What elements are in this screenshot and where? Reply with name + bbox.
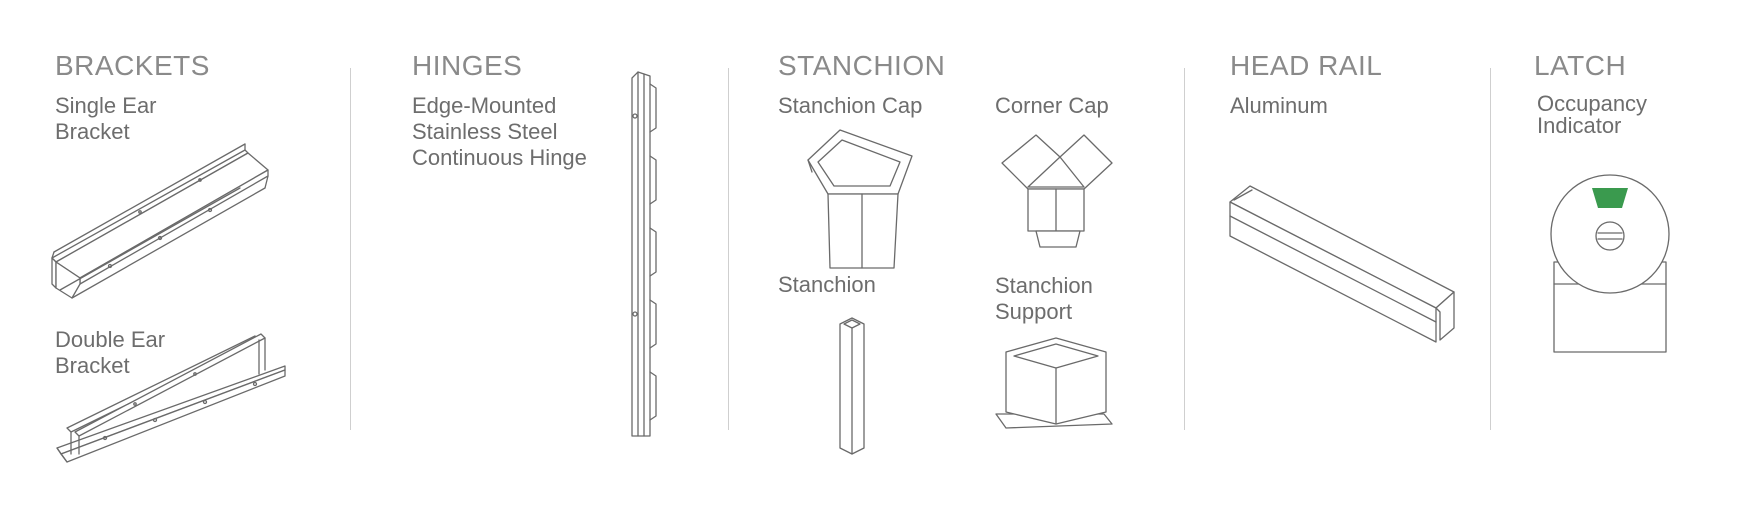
stanchion-support-drawing (994, 336, 1124, 436)
divider-3 (1184, 68, 1185, 430)
continuous-hinge-drawing (628, 70, 668, 440)
corner-cap-label: Corner Cap (995, 93, 1109, 118)
stanchion-support-label: Stanchion Support (995, 273, 1093, 325)
brackets-title: BRACKETS (55, 50, 210, 81)
head-rail-title: HEAD RAIL (1230, 50, 1383, 81)
single-ear-bracket-drawing (50, 140, 280, 300)
hinge-line1: Edge-Mounted (412, 93, 557, 118)
occupancy-indicator-label: Occupancy Indicator (1537, 93, 1647, 137)
latch-line1: Occupancy (1537, 91, 1648, 116)
indicator-window (1592, 188, 1628, 208)
divider-1 (350, 68, 351, 430)
double-ear-line2: Bracket (55, 353, 130, 378)
stanchion-label: Stanchion (778, 272, 876, 297)
latch-line2: Indicator (1537, 113, 1622, 138)
double-ear-line1: Double Ear (55, 327, 166, 352)
support-line2: Support (995, 299, 1073, 324)
stanchion-drawing (836, 316, 876, 456)
hinge-line3: Continuous Hinge (412, 145, 587, 170)
head-rail-material-label: Aluminum (1230, 93, 1328, 118)
stanchion-cap-label: Stanchion Cap (778, 93, 923, 118)
occupancy-latch-drawing (1550, 172, 1680, 357)
hinge-line2: Stainless Steel (412, 119, 558, 144)
divider-4 (1490, 68, 1491, 430)
corner-cap-drawing (1000, 125, 1120, 255)
stanchion-cap-drawing (800, 122, 920, 272)
double-ear-bracket-drawing (55, 330, 295, 470)
divider-2 (728, 68, 729, 430)
double-ear-bracket-label: Double Ear Bracket (55, 327, 165, 379)
head-rail-drawing (1228, 172, 1458, 347)
support-line1: Stanchion (995, 273, 1093, 298)
stanchion-title: STANCHION (778, 50, 946, 81)
single-ear-bracket-label: Single Ear Bracket (55, 93, 157, 145)
hinge-label: Edge-Mounted Stainless Steel Continuous … (412, 93, 587, 171)
single-ear-line1: Single Ear (55, 93, 157, 118)
single-ear-line2: Bracket (55, 119, 130, 144)
hinges-title: HINGES (412, 50, 523, 81)
latch-title: LATCH (1534, 50, 1627, 81)
